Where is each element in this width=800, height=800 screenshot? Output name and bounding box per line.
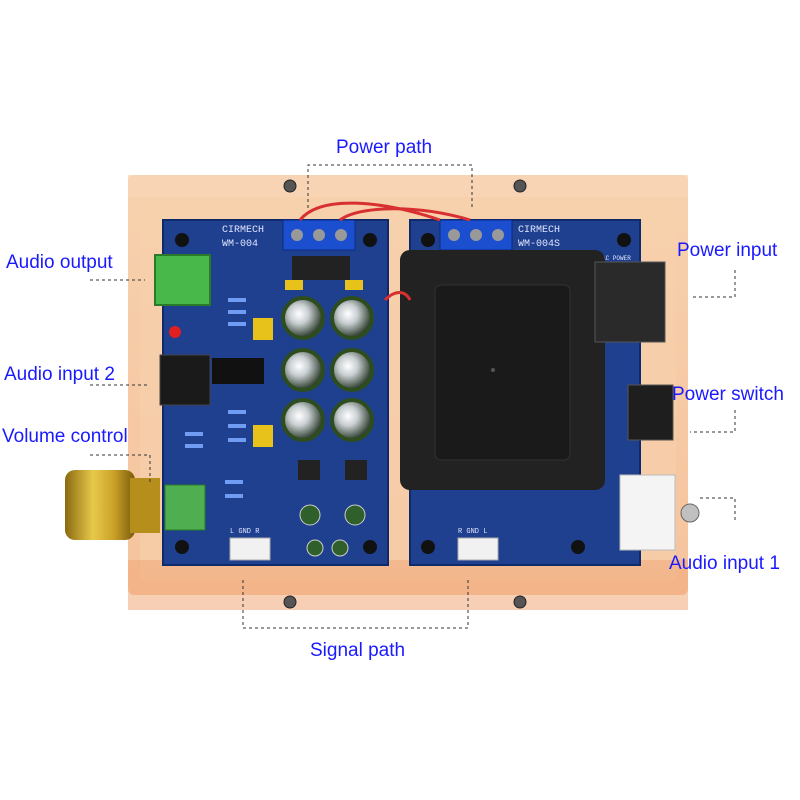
callout-lines <box>90 164 736 629</box>
audio-output-label: Audio output <box>6 252 113 273</box>
power-path-label: Power path <box>336 137 433 158</box>
left-board-brand: CIRMECH <box>222 225 264 236</box>
right-board-brand: CIRMECH <box>518 225 560 236</box>
audio-input-1-label: Audio input 1 <box>669 553 780 574</box>
enclosure-screws <box>283 179 527 609</box>
right-pcb: CIRMECH WM-004S AC POWER R GND L <box>400 219 700 566</box>
audio-input-2-label: Audio input 2 <box>4 364 115 385</box>
signal-path-label: Signal path <box>310 640 406 661</box>
power-input-label: Power input <box>677 240 778 261</box>
left-connector-pins: L GND R <box>230 528 260 536</box>
power-switch-label: Power switch <box>672 384 784 405</box>
ac-power-label: AC POWER <box>602 255 631 262</box>
volume-control-label: Volume control <box>2 426 128 447</box>
power-wires <box>298 201 471 302</box>
right-connector-pins: R GND L <box>458 528 487 536</box>
right-board-model: WM-004S <box>518 239 560 250</box>
left-pcb: CIRMECH WM-004 <box>154 219 389 566</box>
left-board-model: WM-004 <box>222 239 258 250</box>
volume-knob <box>65 470 160 540</box>
